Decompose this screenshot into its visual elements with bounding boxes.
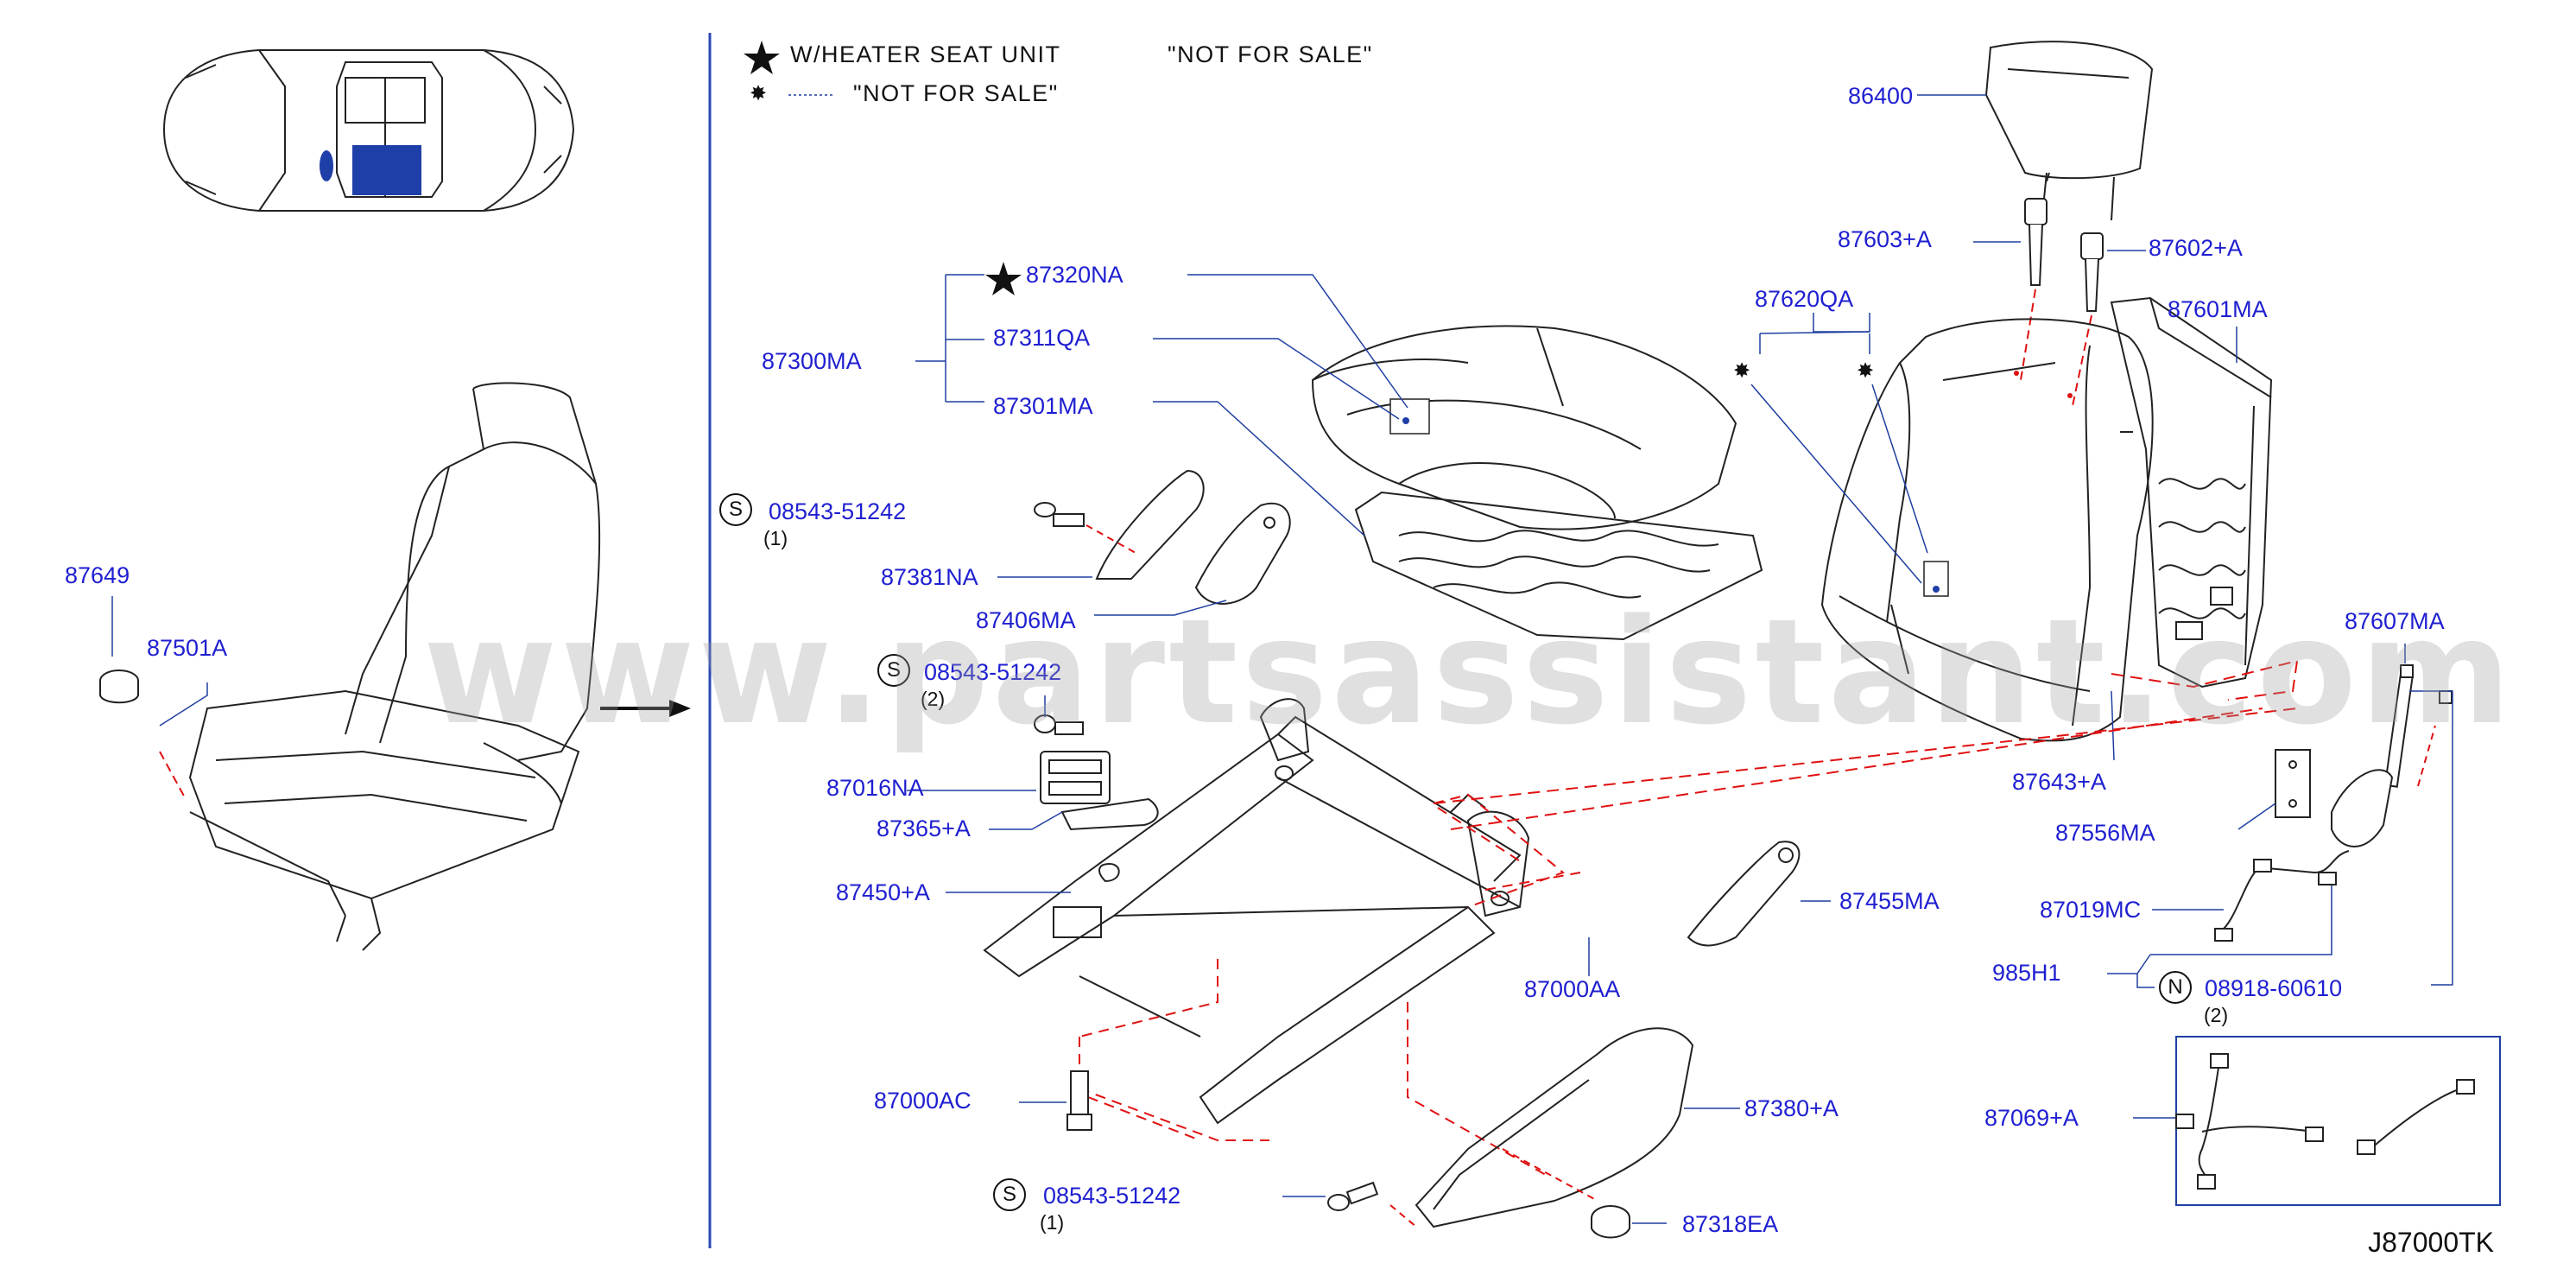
part-87016na-switch: [1040, 751, 1111, 804]
label-87380a[interactable]: 87380+A: [1744, 1095, 1839, 1121]
label-87318ea[interactable]: 87318EA: [1682, 1211, 1779, 1237]
label-87301ma[interactable]: 87301MA: [993, 393, 1093, 419]
part-87603a-guide: [2024, 198, 2048, 286]
group-bracket-87300ma: [915, 274, 984, 403]
watermark: www.partsassistant.com: [423, 587, 2515, 757]
label-87320na[interactable]: 87320NA: [1026, 262, 1123, 288]
part-87019mc-harness: [2214, 850, 2350, 942]
part-87406ma-trim: [1194, 502, 1291, 605]
legend-heater-label: W/HEATER SEAT UNIT: [790, 41, 1061, 67]
label-87601ma[interactable]: 87601MA: [2168, 296, 2268, 322]
star-marker-87620-left: ✸: [1733, 359, 1750, 383]
label-87406ma[interactable]: 87406MA: [976, 607, 1076, 633]
seat-assembly-overview: [188, 382, 601, 951]
label-86400[interactable]: 86400: [1848, 83, 1914, 109]
label-87381na[interactable]: 87381NA: [881, 564, 978, 590]
n-marker: N: [2159, 971, 2192, 1004]
part-87365a-cover: [1060, 797, 1159, 831]
part-87380a-cover: [1415, 1027, 1694, 1228]
legend-not-for-sale-2: "NOT FOR SALE": [853, 80, 1059, 106]
steering-wheel-marker: [320, 150, 333, 181]
qty-2: (2): [921, 688, 946, 710]
part-87601ma-frame: [2110, 296, 2273, 689]
bolt-08543-3: [1327, 1181, 1379, 1211]
star-marker-87620-right: ✸: [1857, 359, 1874, 383]
label-985h1[interactable]: 985H1: [1992, 960, 2061, 986]
part-87556ma-module: [2275, 749, 2394, 847]
label-87069a[interactable]: 87069+A: [1984, 1105, 2079, 1131]
s-marker-3: S: [993, 1178, 1026, 1211]
harness-87069a: [2175, 1053, 2475, 1190]
highlighted-seat-location: [352, 145, 421, 195]
label-87643a[interactable]: 87643+A: [2012, 769, 2106, 795]
part-87643a-seatback: [1820, 318, 2154, 742]
star-marker-87320na: [985, 262, 1022, 295]
legend-star-icon: [744, 41, 780, 74]
qty-3: (1): [1040, 1211, 1065, 1234]
qty-4: (2): [2204, 1004, 2229, 1026]
label-87455ma[interactable]: 87455MA: [1839, 888, 1940, 914]
bolt-08543-2: [1034, 714, 1084, 735]
label-87311qa[interactable]: 87311QA: [993, 325, 1091, 351]
legend-not-for-sale-1: "NOT FOR SALE": [1168, 41, 1373, 67]
bolt-08543-1: [1034, 502, 1085, 527]
label-87607ma[interactable]: 87607MA: [2345, 608, 2445, 634]
label-08543-51242-3[interactable]: 08543-51242: [1043, 1183, 1181, 1209]
label-87300ma[interactable]: 87300MA: [762, 348, 862, 374]
bolt-87000ac: [1066, 1070, 1092, 1131]
part-87455ma-trim: [1687, 841, 1801, 947]
label-08543-51242-2[interactable]: 08543-51242: [924, 659, 1062, 685]
diagram-code: J87000TK: [2368, 1227, 2494, 1258]
label-87000ac[interactable]: 87000AC: [874, 1088, 972, 1114]
part-87602a-guide: [2080, 232, 2104, 312]
qty-1: (1): [763, 527, 788, 549]
label-87016na[interactable]: 87016NA: [826, 775, 924, 801]
part-86400-headrest: [1984, 41, 2154, 221]
part-87381na-trim: [1095, 469, 1205, 580]
part-87318ea-knob: [1591, 1205, 1630, 1239]
s-marker-2: S: [877, 654, 910, 687]
heater-pad-sticker: [1923, 561, 1949, 597]
cushion-heater-tag: [1389, 398, 1430, 435]
label-87603a[interactable]: 87603+A: [1838, 226, 1932, 252]
hidden-line-back: [1433, 659, 2299, 830]
label-87620qa[interactable]: 87620QA: [1755, 286, 1854, 312]
label-08543-51242-1[interactable]: 08543-51242: [769, 498, 907, 524]
direction-arrow: [600, 700, 691, 717]
legend-burst-icon: ✸: [750, 81, 767, 105]
label-87000aa[interactable]: 87000AA: [1524, 976, 1621, 1002]
label-87602a[interactable]: 87602+A: [2149, 235, 2243, 261]
s-marker-1: S: [719, 493, 752, 526]
label-87649[interactable]: 87649: [65, 562, 130, 588]
hidden-line-frame: [1079, 793, 1581, 1176]
label-08918-60610[interactable]: 08918-60610: [2205, 975, 2343, 1001]
part-87649-knob: [99, 670, 139, 704]
label-87365a[interactable]: 87365+A: [877, 816, 971, 841]
part-87301ma-cushion: [1311, 325, 1737, 530]
label-87501a[interactable]: 87501A: [147, 635, 228, 661]
label-87450a[interactable]: 87450+A: [836, 879, 930, 905]
label-87556ma[interactable]: 87556MA: [2055, 820, 2155, 846]
part-87300ma-pan: [1354, 491, 1763, 641]
label-87019mc[interactable]: 87019MC: [2040, 897, 2142, 923]
